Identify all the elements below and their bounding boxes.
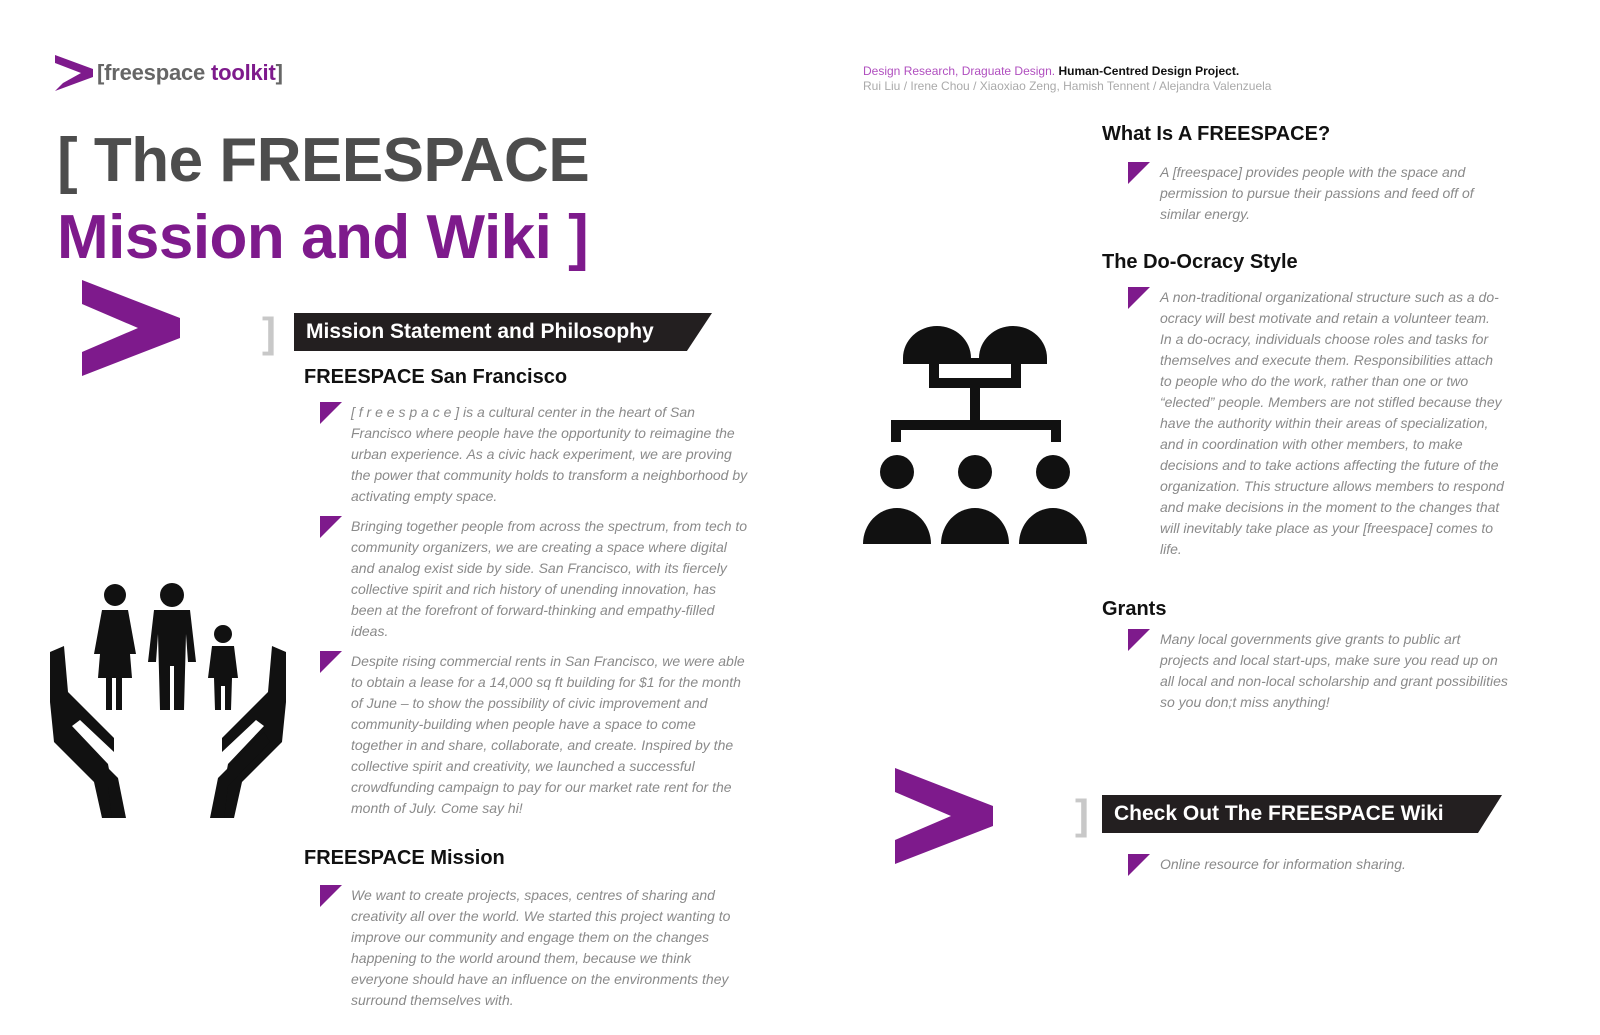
credits-project: Human-Centred Design Project. [1058,64,1240,78]
large-chevron-icon [82,280,180,376]
hands-family-icon [50,582,286,820]
credits: Design Research, Draguate Design. Human-… [863,64,1271,94]
brand-logo: [freespace toolkit] [55,55,283,91]
bullet-icon [1128,287,1150,309]
what-heading: What Is A FREESPACE? [1102,123,1331,145]
what-paragraph: A [freespace] provides people with the s… [1160,164,1474,222]
org-hierarchy-icon [863,322,1087,544]
grants-heading: Grants [1102,598,1167,620]
bullet-icon [1128,162,1150,184]
mission-heading: FREESPACE Mission [304,847,505,869]
bullet-icon [320,885,342,907]
sf-paragraph-1: [ f r e e s p a c e ] is a cultural cent… [351,404,748,504]
doocracy-paragraph: A non-traditional organizational structu… [1160,289,1504,557]
bullet-icon [1128,629,1150,651]
chevron-logo-icon [55,55,93,91]
page-title-line1: [ The FREESPACE [57,126,590,195]
doocracy-heading: The Do-Ocracy Style [1102,251,1298,273]
sf-paragraph-2: Bringing together people from across the… [351,518,748,639]
banner-bracket: ] [262,309,276,356]
grants-paragraph: Many local governments give grants to pu… [1160,631,1508,710]
wiki-paragraph: Online resource for information sharing. [1160,856,1406,872]
sf-heading: FREESPACE San Francisco [304,366,568,388]
brand-text: [freespace toolkit] [97,60,283,85]
bullet-icon [320,516,342,538]
sf-paragraph-3: Despite rising commercial rents in San F… [351,653,745,816]
mission-banner: Mission Statement and Philosophy [294,313,712,351]
large-chevron-icon [895,768,993,864]
banner-bracket: ] [1075,791,1089,838]
mission-paragraph: We want to create projects, spaces, cent… [351,887,731,1008]
bullet-icon [1128,854,1150,876]
credits-authors: Rui Liu / Irene Chou / Xiaoxiao Zeng, Ha… [863,79,1272,93]
wiki-banner[interactable]: Check Out The FREESPACE Wiki [1102,795,1502,833]
bullet-icon [320,402,342,424]
credits-program: Design Research, Draguate Design. [863,64,1056,78]
page-title-line2: Mission and Wiki ] [57,203,589,272]
bullet-icon [320,651,342,673]
